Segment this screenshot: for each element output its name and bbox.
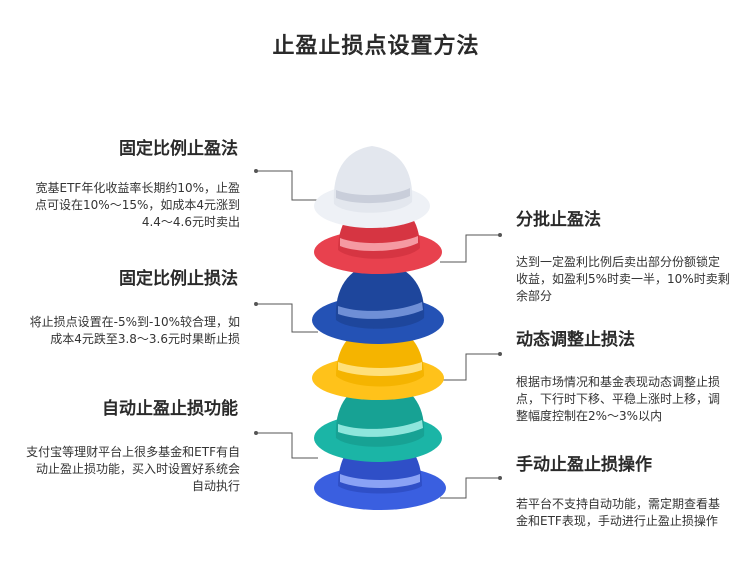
connector-line-3 bbox=[256, 303, 318, 333]
item-4-heading: 动态调整止损法 bbox=[516, 330, 635, 350]
connector-line-6 bbox=[440, 477, 500, 499]
item-5-heading: 自动止盈止损功能 bbox=[102, 399, 238, 419]
item-1-body: 宽基ETF年化收益率长期约10%，止盈点可设在10%～15%，如成本4元涨到4.… bbox=[35, 181, 240, 229]
connector-line-5 bbox=[256, 432, 318, 459]
page-title: 止盈止损点设置方法 bbox=[272, 34, 480, 59]
connector-line-1 bbox=[256, 170, 318, 201]
connector-line-4 bbox=[440, 353, 500, 381]
item-5-body: 支付宝等理财平台上很多基金和ETF有自动止盈止损功能，买入时设置好系统会自动执行 bbox=[26, 445, 240, 493]
connector-line-2 bbox=[440, 234, 500, 263]
hat-white-top-icon bbox=[314, 146, 430, 228]
item-1-heading: 固定比例止盈法 bbox=[119, 139, 238, 159]
item-4-body: 根据市场情况和基金表现动态调整止损点，下行时下移、平稳上涨时上移，调整幅度控制在… bbox=[516, 375, 721, 423]
item-6-heading: 手动止盈止损操作 bbox=[516, 455, 652, 475]
item-3-heading: 固定比例止损法 bbox=[119, 269, 238, 289]
connector-dot-2 bbox=[498, 233, 502, 237]
connector-dot-3 bbox=[254, 302, 258, 306]
connector-dot-6 bbox=[498, 476, 502, 480]
item-2-heading: 分批止盈法 bbox=[516, 210, 601, 230]
hat-navy-icon bbox=[312, 262, 444, 344]
connector-dot-1 bbox=[254, 169, 258, 173]
connector-dot-5 bbox=[254, 431, 258, 435]
item-2-body: 达到一定盈利比例后卖出部分份额锁定收益，如盈利5%时卖一半，10%时卖剩余部分 bbox=[516, 255, 730, 303]
item-6-body: 若平台不支持自动功能，需定期查看基金和ETF表现，手动进行止盈止损操作 bbox=[516, 497, 721, 528]
item-3-body: 将止损点设置在-5%到-10%较合理，如成本4元跌至3.8～3.6元时果断止损 bbox=[29, 315, 240, 346]
connector-dot-4 bbox=[498, 352, 502, 356]
